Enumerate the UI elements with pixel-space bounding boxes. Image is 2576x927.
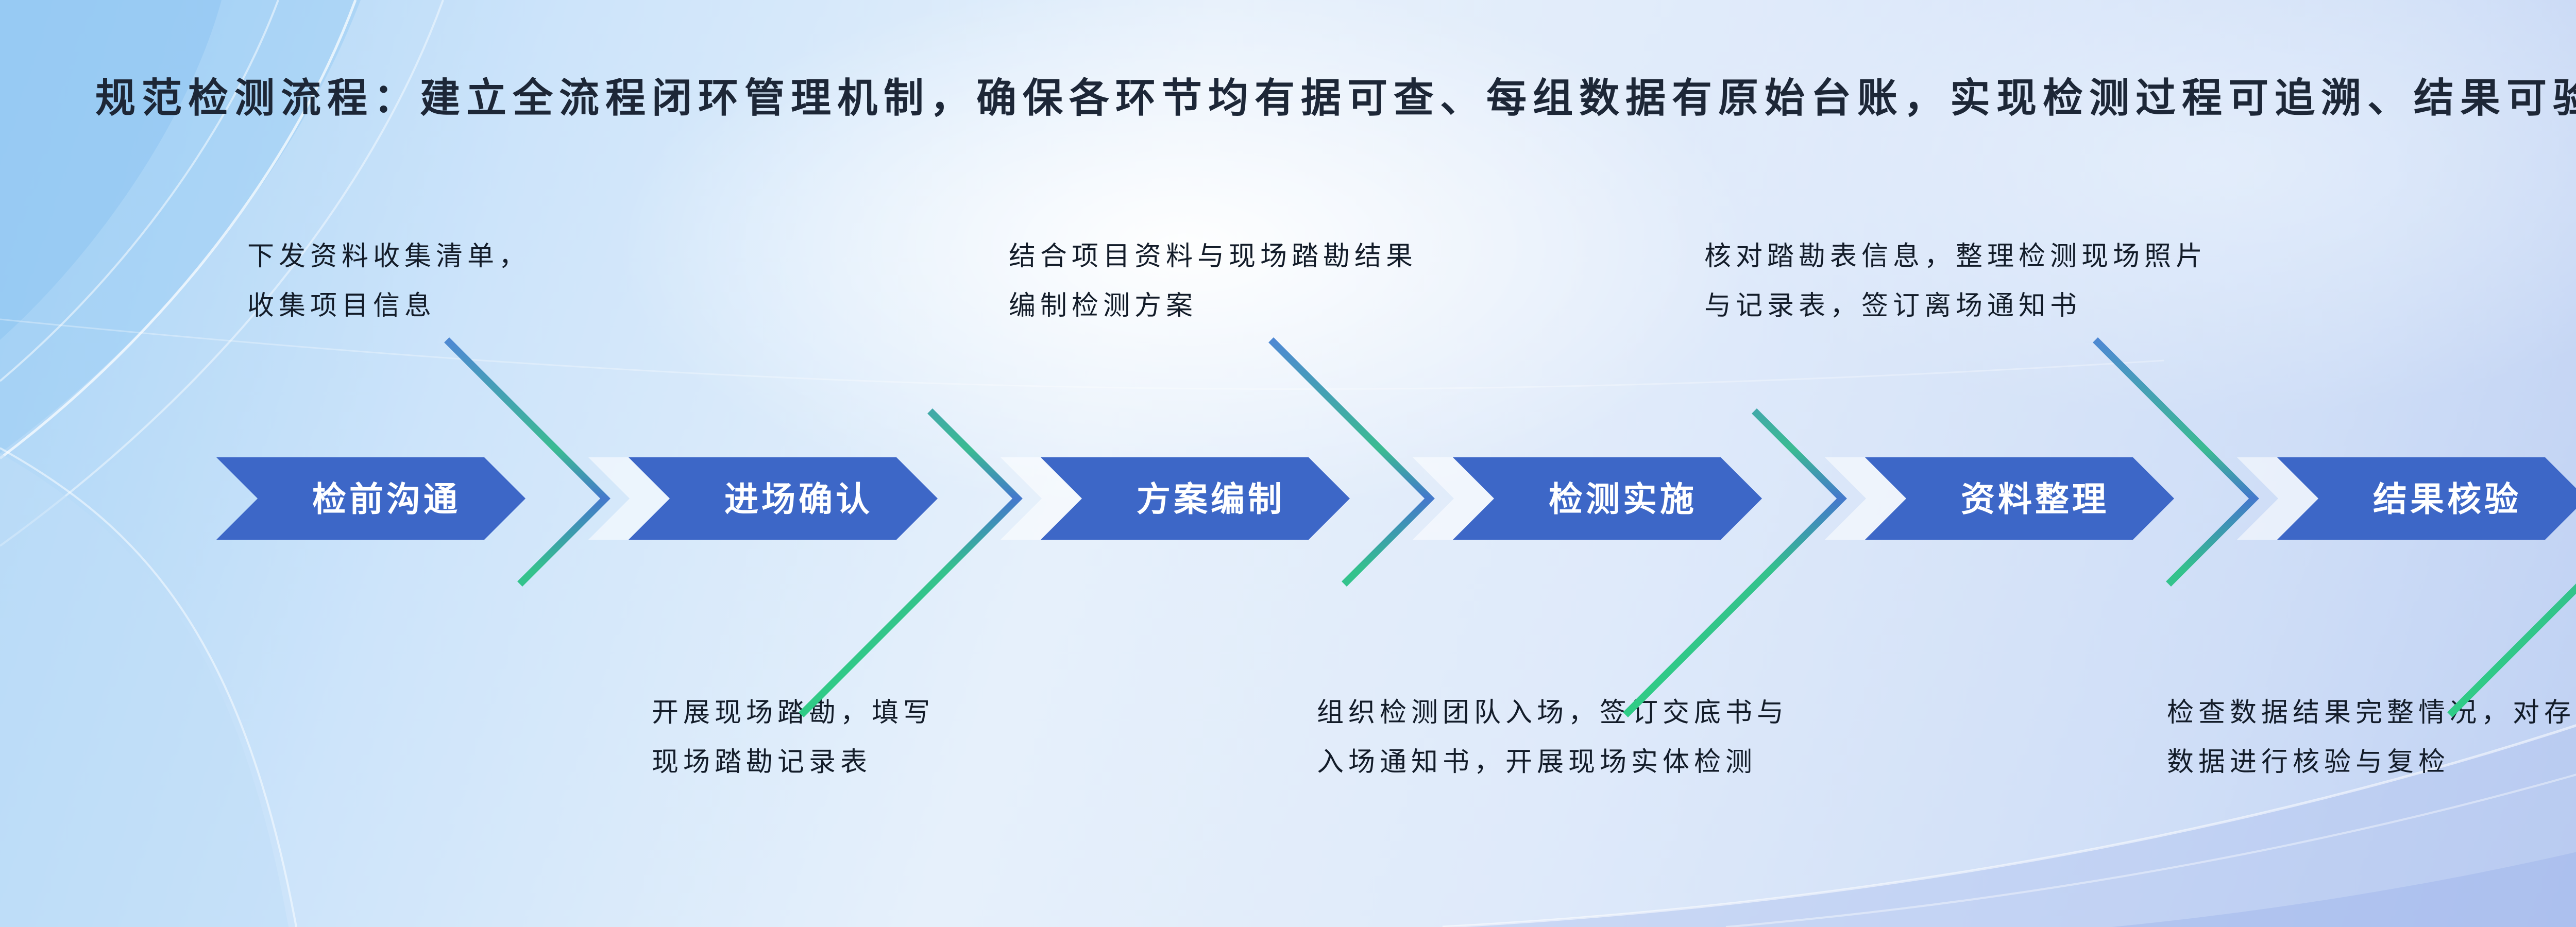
step-arrow-label: 结果核验 (2373, 480, 2521, 518)
bottomleft-swoosh (0, 453, 289, 927)
step-arrow-label: 方案编制 (1137, 480, 1285, 518)
note-line: 入场通知书，开展现场实体检测 (1317, 747, 1757, 777)
center-streak (0, 318, 2164, 390)
note-line: 核对踏勘表信息，整理检测现场照片 (1704, 242, 2208, 271)
step-arrow-4: 检测实施 (1453, 457, 1762, 540)
step-note-2: 开展现场踏勘，填写 现场踏勘记录表 (652, 688, 935, 787)
note-line: 数据进行核验与复检 (2167, 747, 2450, 777)
note-line: 与记录表，签订离场通知书 (1704, 291, 2082, 321)
note-line: 开展现场踏勘，填写 (652, 698, 935, 728)
note-line: 组织检测团队入场，签订交底书与 (1317, 698, 1789, 728)
junction-chevron-icon (1001, 457, 1082, 540)
note-line: 检查数据结果完整情况，对存疑 (2167, 698, 2576, 728)
junction-chevron-icon (2237, 457, 2318, 540)
bottomright-swoosh (1443, 725, 2576, 927)
step-arrows: 检前沟通 进场确认 方案编制 检测实施 资料整理 结果核验 (216, 457, 2576, 540)
step-arrow-3: 方案编制 (1041, 457, 1350, 540)
step-note-6: 检查数据结果完整情况，对存疑 数据进行核验与复检 (2167, 688, 2576, 787)
step-arrow-1: 检前沟通 (216, 457, 526, 540)
note-line: 结合项目资料与现场踏勘结果 (1009, 242, 1418, 271)
step-arrow-label: 检前沟通 (312, 480, 461, 518)
bottomleft-arc (0, 447, 297, 927)
step-arrow-label: 进场确认 (724, 480, 873, 518)
arrow-shape (1865, 457, 2174, 540)
arrow-shape (216, 457, 526, 540)
note-line: 编制检测方案 (1009, 291, 1198, 321)
connector-line (1623, 408, 1847, 717)
note-line: 收集项目信息 (247, 291, 436, 321)
bottomright-swoosh-edge (1442, 724, 2576, 927)
topleft-ribbon-inner (0, 0, 222, 340)
note-line: 下发资料收集清单， (247, 242, 531, 271)
bottomright-arc (1725, 774, 2576, 927)
step-arrow-6: 结果核验 (2277, 457, 2576, 540)
bottomright-swoosh-inner (2112, 852, 2576, 927)
topleft-arc (0, 0, 357, 459)
step-note-5: 核对踏勘表信息，整理检测现场照片 与记录表，签订离场通知书 (1704, 232, 2207, 331)
step-arrow-label: 资料整理 (1961, 480, 2109, 518)
junction-chevron-icon (1825, 457, 1906, 540)
junction-chevron-icon (588, 457, 670, 540)
arrow-shape (1453, 457, 1762, 540)
topleft-arc (0, 0, 444, 547)
step-arrow-2: 进场确认 (629, 457, 938, 540)
step-note-3: 结合项目资料与现场踏勘结果 编制检测方案 (1009, 232, 1417, 331)
note-line: 现场踏勘记录表 (652, 747, 872, 777)
arrow-shape (2277, 457, 2576, 540)
connector-line (444, 337, 611, 587)
connector-line (799, 408, 1023, 717)
connector-line (2093, 337, 2259, 587)
step-arrow-5: 资料整理 (1865, 457, 2174, 540)
step-note-4: 组织检测团队入场，签订交底书与 入场通知书，开展现场实体检测 (1317, 688, 1788, 787)
junction-chevron-icon (1413, 457, 1494, 540)
step-note-1: 下发资料收集清单， 收集项目信息 (247, 232, 530, 331)
step-arrow-label: 检测实施 (1549, 480, 1697, 518)
connector-line (2447, 583, 2576, 717)
arrow-shape (1041, 457, 1350, 540)
page-title: 规范检测流程：建立全流程闭环管理机制，确保各环节均有据可查、每组数据有原始台账，… (95, 75, 2576, 121)
topleft-arc (0, 0, 279, 382)
connector-line (1268, 337, 1435, 587)
arrow-shape (629, 457, 938, 540)
